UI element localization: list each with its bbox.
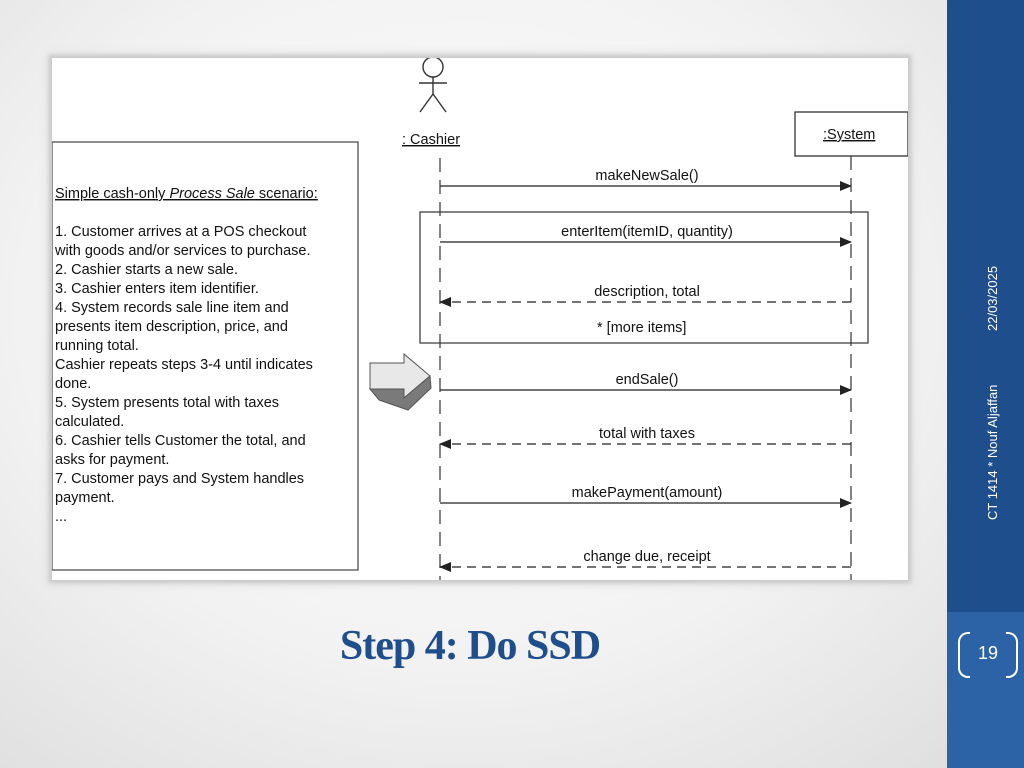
bracket-left-icon [958, 632, 970, 678]
scenario-line: 4. System records sale line item and [55, 300, 289, 316]
scenario-line: 2. Cashier starts a new sale. [55, 262, 238, 278]
loop-label: * [more items] [597, 320, 686, 336]
scenario-box: Simple cash-only Process Sale scenario: … [51, 141, 359, 571]
page-number: 19 [977, 643, 999, 663]
page-number-badge: 19 [958, 628, 1018, 678]
message-label: change due, receipt [583, 549, 710, 565]
message-label: total with taxes [599, 426, 695, 442]
message-label: description, total [594, 284, 700, 300]
system-label: :System [823, 127, 875, 143]
slide-footer: CT 1414 * Nouf Aljaffan [985, 384, 1000, 520]
scenario-line: running total. [55, 338, 139, 354]
scenario-line: 7. Customer pays and System handles [55, 471, 304, 487]
block-arrow-icon [368, 352, 432, 411]
slide-title: Step 4: Do SSD [339, 623, 601, 669]
bracket-right-icon [1006, 632, 1018, 678]
scenario-line: 1. Customer arrives at a POS checkout [55, 224, 306, 240]
scenario-title: Simple cash-only Process Sale scenario: [55, 186, 318, 202]
scenario-line: ... [55, 509, 67, 525]
scenario-line: 6. Cashier tells Customer the total, and [55, 433, 306, 449]
scenario-line: Cashier repeats steps 3-4 until indicate… [55, 357, 313, 373]
scenario-title-italic: Process Sale [169, 186, 254, 202]
scenario-line: asks for payment. [55, 452, 169, 468]
ssd-diagram: Simple cash-only Process Sale scenario: … [51, 56, 909, 580]
scenario-line: calculated. [55, 414, 124, 430]
scenario-line: with goods and/or services to purchase. [54, 243, 311, 259]
loop-frame [419, 211, 869, 344]
message-label: makeNewSale() [595, 168, 698, 184]
message-label: endSale() [616, 372, 679, 388]
scenario-line: 3. Cashier enters item identifier. [55, 281, 259, 297]
scenario-lines: 1. Customer arrives at a POS checkout wit… [54, 224, 313, 525]
scenario-line: presents item description, price, and [55, 319, 288, 335]
scenario-line: done. [55, 376, 91, 392]
slide-date: 22/03/2025 [985, 265, 1000, 331]
scenario-line: 5. System presents total with taxes [55, 395, 279, 411]
message-label: enterItem(itemID, quantity) [561, 224, 733, 240]
stick-figure-icon [419, 56, 447, 113]
diagram-frame: Simple cash-only Process Sale scenario: … [51, 56, 909, 580]
actor-label: : Cashier [402, 132, 460, 148]
scenario-line: payment. [55, 490, 115, 506]
scenario-title-prefix: Simple cash-only [55, 186, 169, 202]
messages: makeNewSale() enterItem(itemID, quantity)… [439, 168, 852, 572]
system-box [794, 111, 909, 157]
scenario-title-suffix: scenario: [255, 186, 318, 202]
message-label: makePayment(amount) [572, 485, 723, 501]
